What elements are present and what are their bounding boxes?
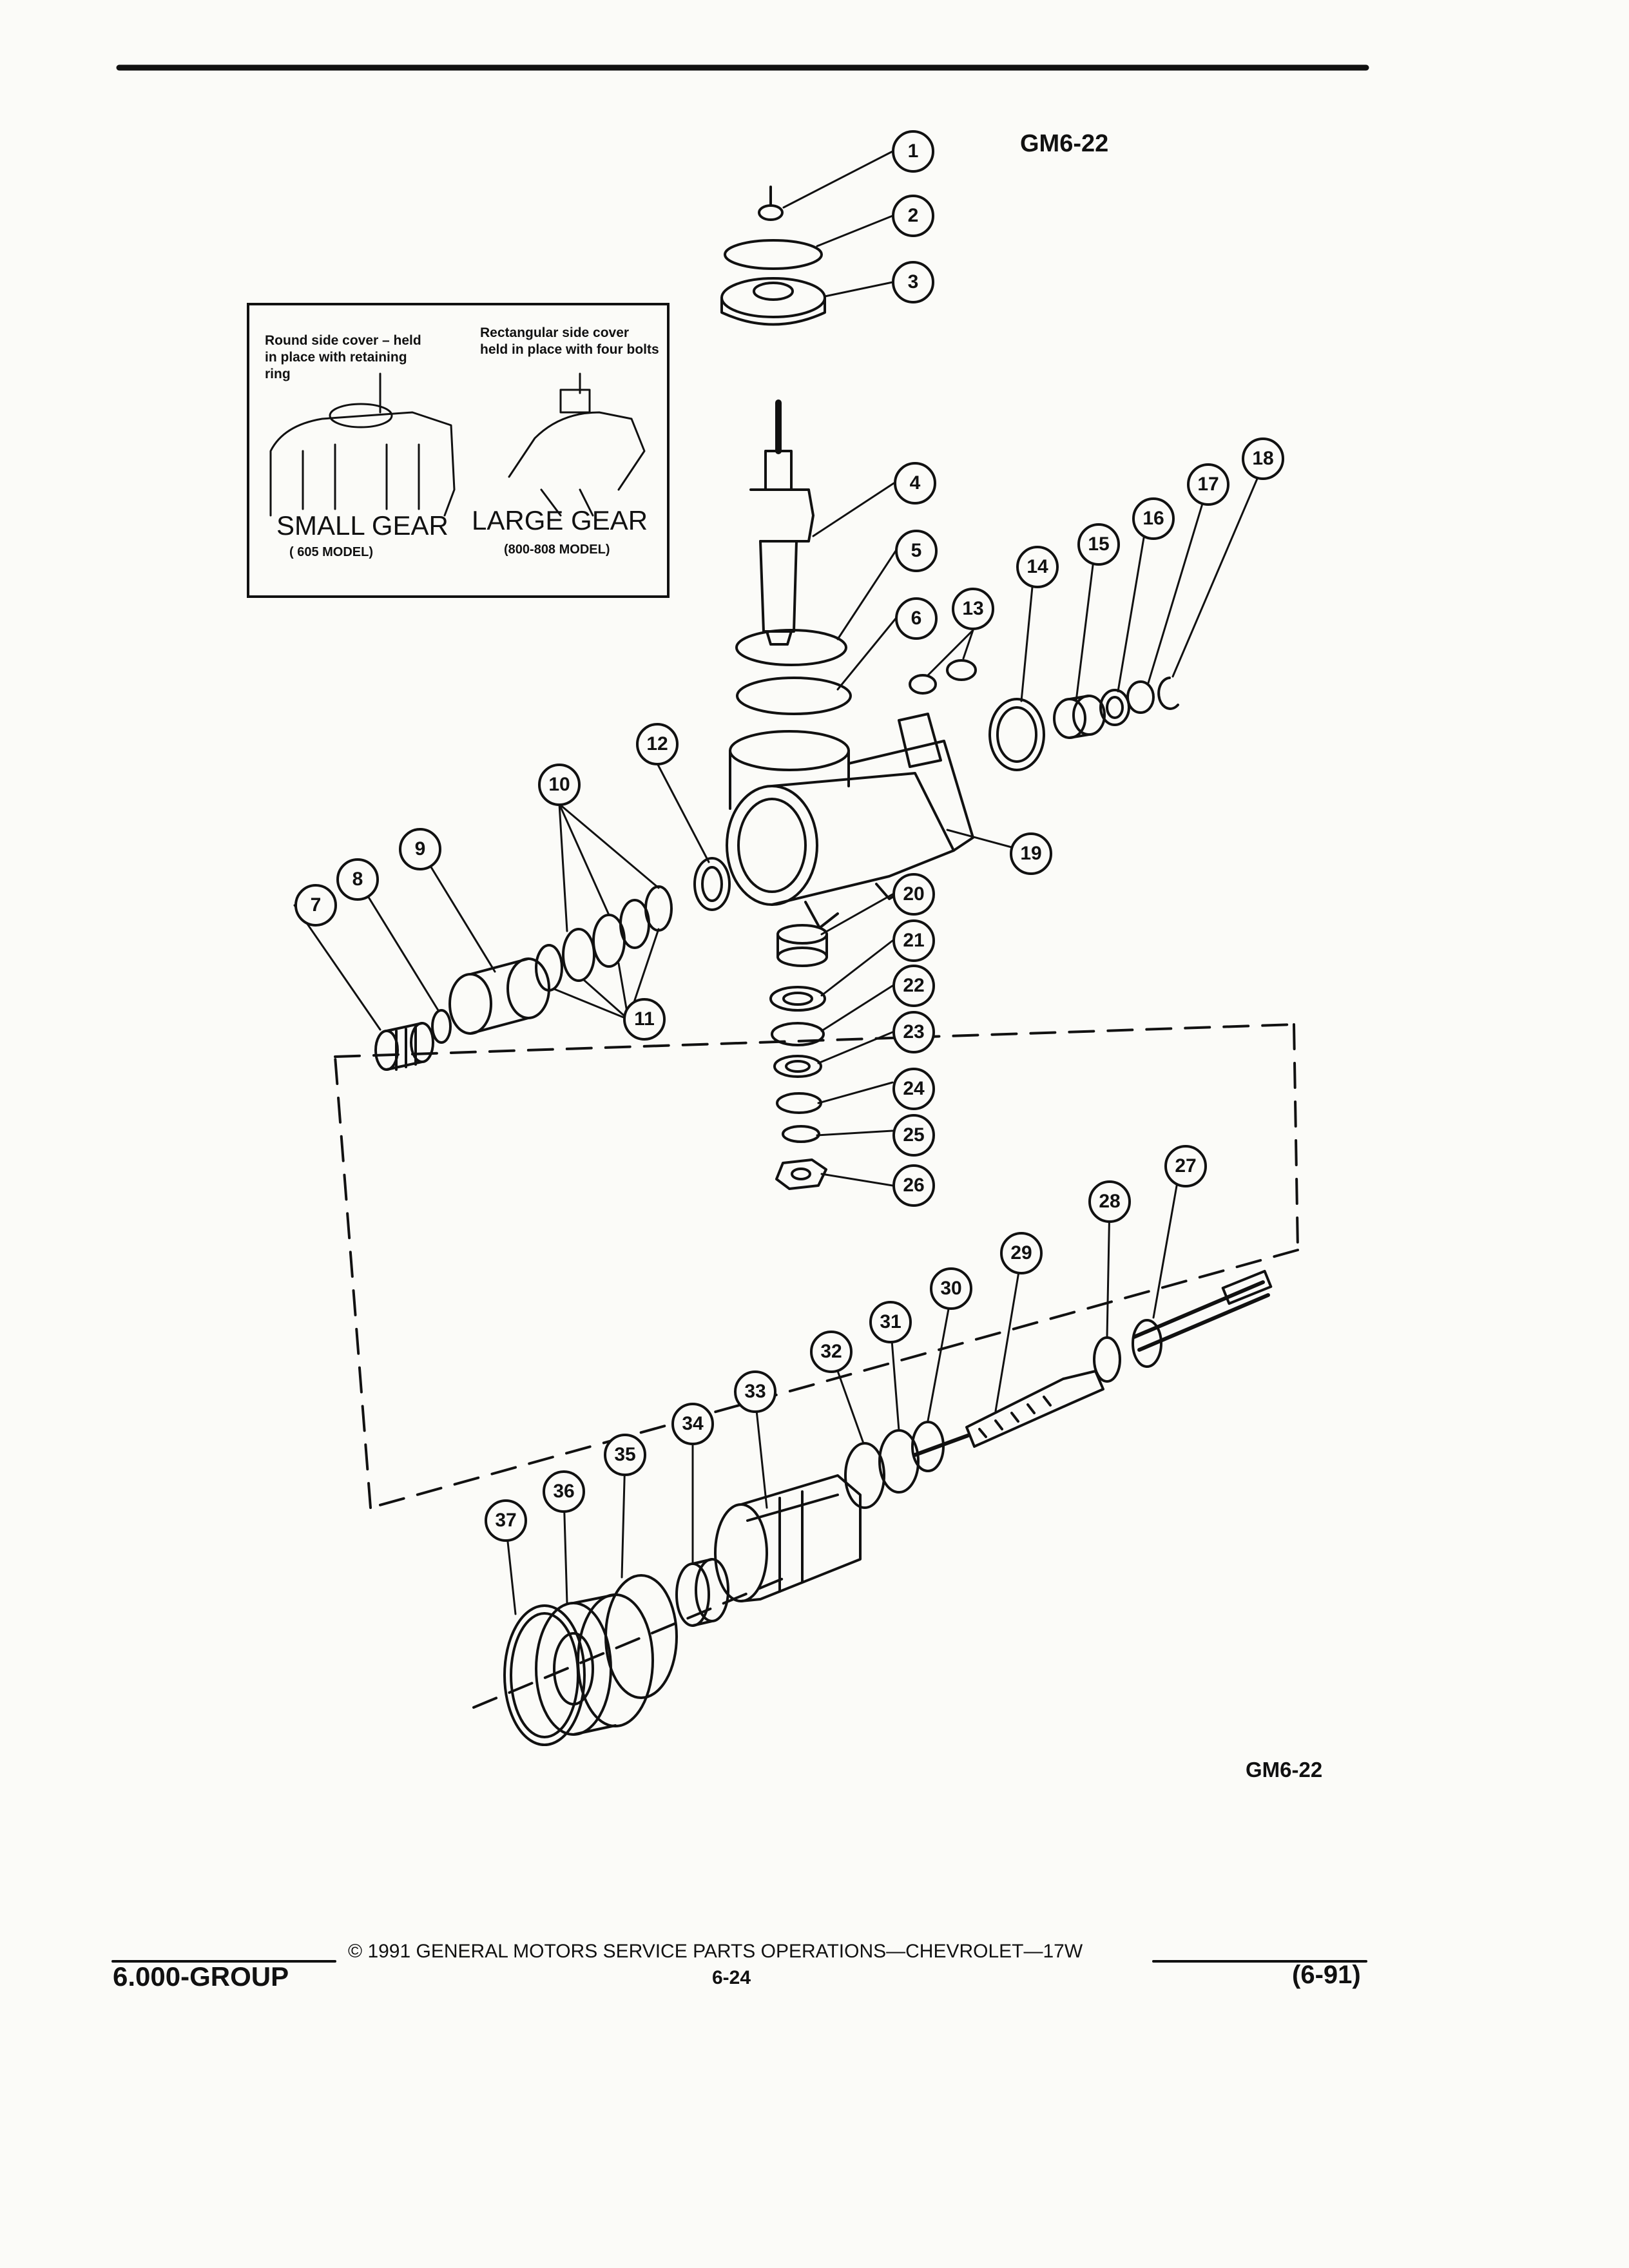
- callout-13: 13: [952, 588, 994, 630]
- gear-types-inset: Round side cover – held in place with re…: [247, 303, 670, 598]
- o-ring-part: [562, 928, 595, 982]
- bearing-part: [776, 924, 828, 967]
- snap-ring-part: [782, 1125, 820, 1143]
- nut-part: [775, 1158, 827, 1190]
- callout-33: 33: [734, 1370, 776, 1413]
- small-gear-model: ( 605 MODEL): [289, 545, 374, 559]
- washer-part: [769, 986, 826, 1012]
- callout-8: 8: [336, 858, 379, 901]
- retainer-part: [693, 857, 731, 911]
- dashed-assembly-boundary: [334, 1023, 1299, 1709]
- retaining-ring-part: [724, 239, 823, 270]
- page-number: 6-24: [712, 1967, 751, 1988]
- callout-2: 2: [892, 195, 934, 237]
- callout-24: 24: [892, 1068, 935, 1110]
- gear-housing-part: [726, 713, 974, 929]
- callout-32: 32: [810, 1331, 853, 1373]
- callout-3: 3: [892, 261, 934, 303]
- callout-6: 6: [895, 597, 938, 640]
- rack-piston-part: [714, 1474, 862, 1602]
- callout-21: 21: [892, 919, 935, 962]
- pitman-shaft-part: [749, 399, 815, 646]
- washer-part: [773, 1055, 822, 1078]
- callout-34: 34: [671, 1403, 714, 1445]
- plug-part: [675, 1558, 729, 1627]
- plug-part: [909, 674, 937, 695]
- o-ring-part: [878, 1429, 920, 1494]
- callout-10: 10: [538, 764, 581, 806]
- small-gear-sketch: [269, 403, 456, 517]
- large-gear-model: (800-808 MODEL): [504, 543, 610, 557]
- retaining-ring-part: [503, 1604, 586, 1746]
- large-gear-sketch: [508, 389, 646, 517]
- callout-28: 28: [1088, 1180, 1131, 1223]
- washer-part: [1126, 680, 1155, 714]
- end-plug-part: [535, 1593, 654, 1736]
- group-label: 6.000-GROUP: [113, 1961, 289, 1992]
- worm-shaft-part: [913, 1370, 1104, 1457]
- o-ring-part: [844, 1442, 885, 1509]
- callout-27: 27: [1164, 1145, 1207, 1187]
- callout-37: 37: [485, 1499, 527, 1542]
- callout-36: 36: [543, 1470, 585, 1513]
- figure-id-bottom: GM6-22: [1246, 1758, 1323, 1782]
- callout-30: 30: [930, 1267, 972, 1310]
- callout-31: 31: [869, 1301, 912, 1343]
- copyright-line: © 1991 GENERAL MOTORS SERVICE PARTS OPER…: [348, 1941, 1083, 1962]
- washer-part: [771, 1022, 825, 1046]
- callout-18: 18: [1242, 437, 1284, 480]
- callout-17: 17: [1187, 463, 1229, 506]
- revision-date: (6-91): [1292, 1961, 1361, 1989]
- callout-11: 11: [623, 998, 666, 1041]
- callout-7: 7: [294, 884, 337, 927]
- side-cover-part: [720, 277, 826, 326]
- o-ring-part: [535, 944, 563, 992]
- bushing-part: [448, 957, 550, 1035]
- callout-15: 15: [1077, 523, 1120, 566]
- large-gear-note: Rectangular side cover held in place wit…: [480, 325, 659, 357]
- washer-part: [1099, 689, 1130, 726]
- callout-22: 22: [892, 965, 935, 1007]
- callout-5: 5: [895, 530, 938, 572]
- seal-part: [735, 629, 847, 666]
- needle-bearing-part: [374, 1022, 434, 1071]
- callout-16: 16: [1132, 497, 1175, 540]
- callout-1: 1: [892, 130, 934, 173]
- callout-4: 4: [894, 462, 936, 505]
- plug-part: [946, 659, 977, 681]
- o-ring-part: [911, 1421, 945, 1472]
- seal-part: [988, 698, 1045, 771]
- stub-shaft-part: [1132, 1269, 1273, 1368]
- callout-29: 29: [1000, 1232, 1043, 1274]
- callout-9: 9: [399, 828, 441, 870]
- leader-lines: [293, 150, 1264, 1615]
- o-ring-part: [644, 885, 673, 932]
- large-gear-title: LARGE GEAR: [472, 505, 648, 535]
- adjuster-nut-part: [758, 186, 784, 221]
- washer-part: [431, 1009, 452, 1044]
- seal-part: [776, 1092, 822, 1114]
- callout-14: 14: [1016, 546, 1059, 588]
- figure-id-top: GM6-22: [1020, 130, 1109, 157]
- callout-25: 25: [892, 1114, 935, 1157]
- callout-19: 19: [1010, 832, 1052, 875]
- callout-23: 23: [892, 1011, 935, 1053]
- snap-ring-part: [1157, 677, 1179, 710]
- callout-26: 26: [892, 1164, 935, 1207]
- gasket-part: [736, 677, 852, 715]
- small-gear-note: Round side cover – held in place with re…: [265, 333, 421, 381]
- callout-12: 12: [636, 723, 679, 765]
- bearing-part: [1053, 695, 1106, 739]
- callout-20: 20: [892, 873, 935, 916]
- small-gear-title: SMALL GEAR: [276, 510, 448, 541]
- callout-35: 35: [604, 1434, 646, 1476]
